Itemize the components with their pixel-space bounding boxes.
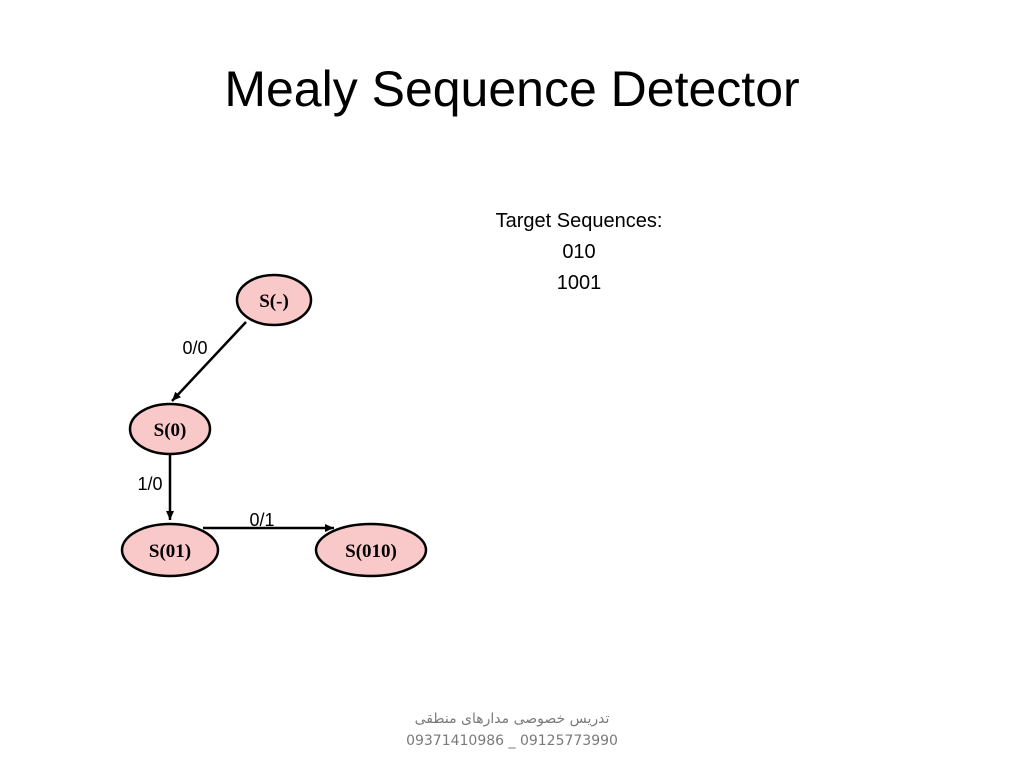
state-s-0: S(0) <box>128 402 212 456</box>
transition-empty-to-0 <box>171 321 247 402</box>
target-sequences: Target Sequences: 010 1001 <box>429 206 729 299</box>
state-label: S(01) <box>149 541 191 562</box>
footer-phone-numbers: 09371410986 _ 09125773990 <box>406 733 618 749</box>
state-label: S(010) <box>345 541 397 562</box>
target-sequences-heading: Target Sequences: <box>495 210 663 232</box>
state-s-01: S(01) <box>120 522 220 578</box>
target-sequence-item: 1001 <box>556 272 602 294</box>
footer-text-persian: تدریس خصوصی مدارهای منطقی <box>414 711 610 727</box>
transition-label-01-to-010: 0/1 <box>249 510 274 530</box>
state-s-empty: S(-) <box>235 273 313 327</box>
state-label: S(0) <box>154 420 187 441</box>
state-s-010: S(010) <box>314 522 428 578</box>
target-sequence-item: 010 <box>562 241 596 263</box>
footer: تدریس خصوصی مدارهای منطقی 09371410986 _ … <box>0 708 1024 752</box>
transition-label-0-to-01: 1/0 <box>137 474 162 494</box>
transition-label-empty-to-0: 0/0 <box>182 338 207 358</box>
state-label: S(-) <box>259 291 289 312</box>
slide-title: Mealy Sequence Detector <box>224 61 800 117</box>
